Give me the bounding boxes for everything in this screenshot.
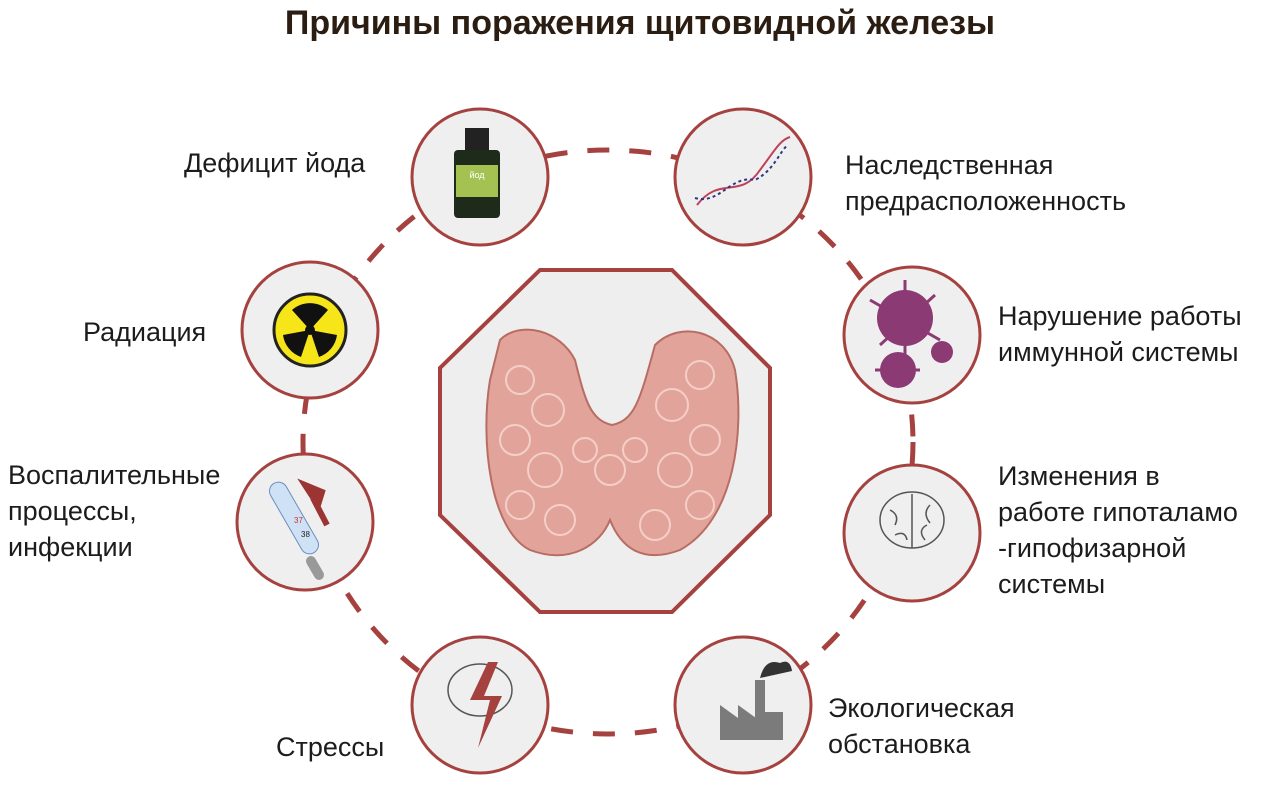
label-line: инфекции (8, 532, 133, 562)
label-line: -гипофизарной (998, 533, 1187, 563)
virus-icon (869, 280, 953, 388)
label-radiation: Радиация (83, 317, 207, 347)
label-hypothalamus: Изменения в работе гипоталамо -гипофизар… (998, 458, 1238, 602)
label-line: обстановка (828, 729, 971, 759)
label-line: Изменения в (998, 461, 1160, 491)
label-line: системы (998, 569, 1106, 599)
page-title: Причины поражения щитовидной железы (284, 4, 996, 42)
cause-circle-dna (673, 107, 813, 247)
cause-circle-stress (410, 635, 550, 775)
label-inflammation: Воспалительные процессы, инфекции (8, 457, 220, 565)
radiation-icon (272, 292, 348, 368)
brain-lightning-icon (447, 662, 513, 748)
dashed-ring (300, 147, 916, 737)
label-line: Воспалительные (8, 460, 221, 490)
label-line: процессы, (8, 496, 137, 526)
label-line: Экологическая (828, 693, 1015, 723)
label-stress: Стрессы (276, 732, 385, 762)
thermometer-icon: 37 38 (269, 478, 330, 580)
factory-icon (720, 661, 792, 740)
brain-icon (879, 491, 945, 549)
label-line: Наследственная (845, 150, 1054, 180)
dna-icon (694, 136, 791, 206)
thermo-mark: 38 (301, 530, 310, 539)
label-iodine-deficiency: Дефицит йода (184, 148, 366, 178)
iodine-bottle-icon: йод (454, 128, 500, 218)
label-line: иммунной системы (998, 337, 1239, 367)
label-line: работе гипоталамо (998, 497, 1238, 527)
thermo-mark: 37 (294, 516, 303, 525)
cause-circle-ecology (673, 635, 813, 775)
label-ecology: Экологическая обстановка (828, 690, 1015, 762)
label-heredity: Наследственная предрасположенность (845, 147, 1126, 219)
label-immune: Нарушение работы иммунной системы (998, 298, 1242, 370)
bottle-label: йод (469, 170, 485, 180)
thyroid-gland-icon (485, 328, 740, 557)
rising-arrow-icon (297, 478, 330, 527)
label-line: предрасположенность (845, 186, 1127, 216)
label-line: Нарушение работы (998, 301, 1242, 331)
